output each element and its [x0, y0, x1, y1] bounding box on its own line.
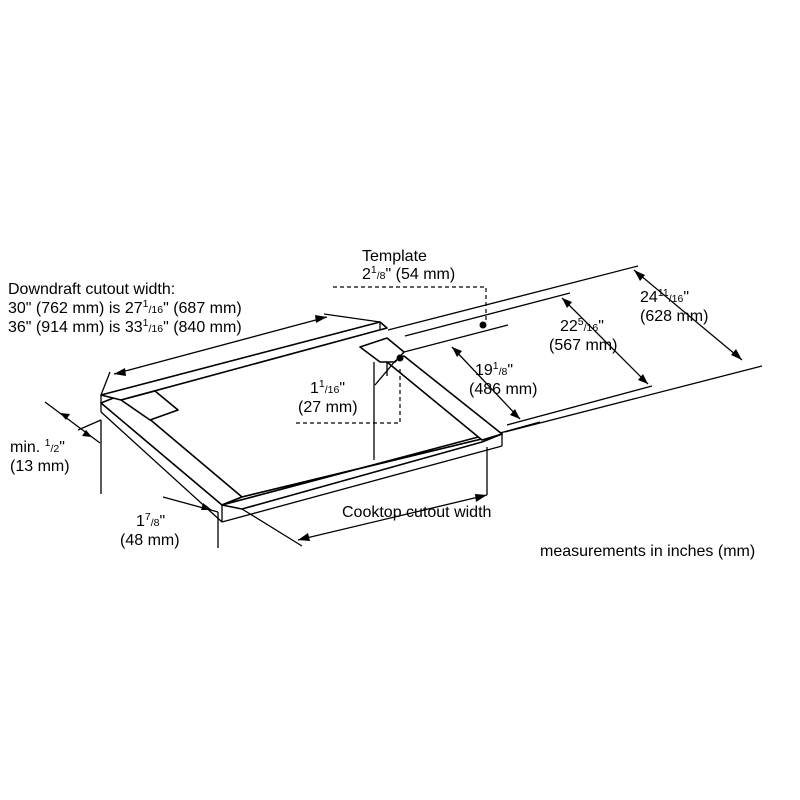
arrow-cooktop-right — [475, 494, 487, 502]
arrow-depth-cut-top — [452, 347, 462, 357]
template-title: Template — [362, 248, 427, 265]
arrow-depth-cut-bottom — [510, 409, 520, 419]
labels: Template 21/8" (54 mm) Downdraft cutout … — [8, 248, 755, 560]
ext-depth-total-back — [387, 265, 639, 331]
ext-downdraft-left — [100, 371, 111, 396]
template-dot-back — [479, 321, 487, 329]
arrow-depth-mid-top — [562, 298, 572, 308]
ext-depth-total-front — [504, 365, 763, 433]
front-rail — [221, 433, 503, 510]
cooktop-cutout-width-label: Cooktop cutout width — [342, 504, 491, 521]
depth-mid-mm: (567 mm) — [549, 337, 617, 354]
arrow-downdraft-left — [114, 368, 126, 376]
arrow-min-half-bottom — [82, 430, 92, 437]
arrow-depth-mid-bottom — [638, 374, 648, 384]
depth-cut-inches: 191/8" — [475, 360, 513, 379]
downdraft-30in: 30" (762 mm) is 271/16" (687 mm) — [8, 298, 242, 317]
depth-mid-inches: 225/16" — [560, 316, 604, 335]
dim-depth-total — [633, 269, 743, 361]
front-offset-mm: (48 mm) — [120, 532, 180, 549]
rail-edge-7 — [100, 411, 223, 523]
front-offset-inches: 17/8" — [136, 511, 165, 530]
template-dashed-bottom — [296, 368, 401, 424]
ext-depth-cut-front — [499, 421, 541, 434]
dim-depth-cut — [451, 346, 521, 420]
arrow-min-half-top — [60, 413, 70, 420]
back-rail — [100, 321, 388, 401]
arrow-downdraft-right — [315, 315, 327, 323]
depth-total-mm: (628 mm) — [640, 308, 708, 325]
arrow-front-offset — [201, 503, 212, 510]
min-half-mm: (13 mm) — [10, 458, 70, 475]
dim-downdraft-width — [113, 316, 328, 375]
ext-depth-mid-front — [506, 385, 653, 426]
min-half-inches: min. 1/2" — [10, 437, 65, 456]
depth-cut-mm: (486 mm) — [469, 381, 537, 398]
arrow-depth-total-bottom — [731, 349, 742, 360]
arrow-cooktop-left — [298, 533, 310, 541]
dim-depth-mid — [561, 297, 649, 385]
downdraft-title: Downdraft cutout width: — [8, 281, 175, 298]
dim-cooktop-width — [297, 494, 488, 541]
ext-downdraft-right — [323, 313, 381, 323]
arrowheads — [60, 270, 742, 541]
template-indicator — [296, 286, 487, 424]
downdraft-notch-left — [120, 390, 179, 421]
depth-total-inches: 2411/16" — [640, 287, 689, 306]
units-note: measurements in inches (mm) — [540, 543, 755, 560]
offset-inches: 11/16" — [310, 378, 345, 397]
ext-min-half — [77, 419, 102, 431]
ext-depth-cut-back — [403, 324, 509, 353]
downdraft-36in: 36" (914 mm) is 331/16" (840 mm) — [8, 317, 242, 336]
leader-offset — [374, 359, 397, 386]
dimension-lines — [44, 265, 763, 547]
offset-mm: (27 mm) — [298, 399, 358, 416]
arrow-depth-total-top — [634, 270, 645, 281]
ext-cooktop-left — [241, 508, 303, 547]
template-dashed-top — [333, 286, 487, 320]
template-measure: 21/8" (54 mm) — [362, 264, 455, 283]
rail-edge-3 — [221, 445, 503, 523]
ext-depth-mid-back — [404, 292, 571, 337]
template-dot-front — [396, 354, 404, 362]
countertop-frame — [100, 321, 503, 548]
